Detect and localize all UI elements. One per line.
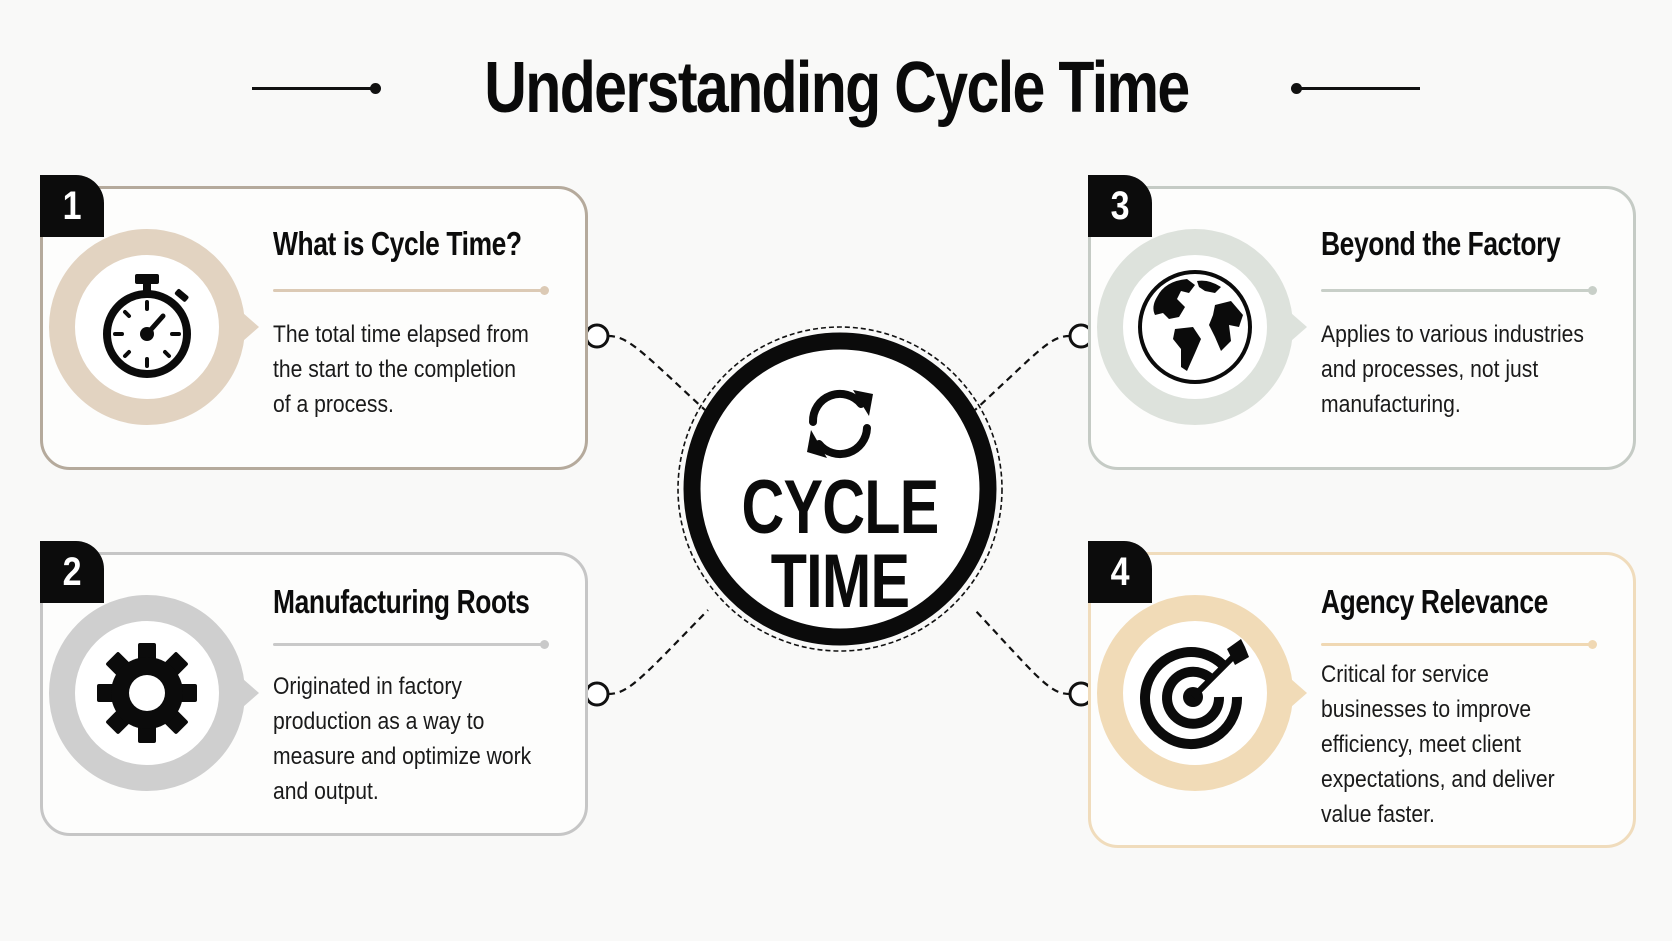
card-description: Originated in factory production as a wa… bbox=[273, 673, 532, 805]
step-badge: 4 bbox=[1088, 541, 1152, 603]
hub-label-line2: TIME bbox=[770, 539, 910, 624]
connector-node-2 bbox=[584, 681, 610, 707]
gear-icon bbox=[97, 643, 197, 743]
target-icon bbox=[1140, 639, 1249, 750]
hub-ring bbox=[677, 326, 1003, 652]
step-badge: 3 bbox=[1088, 175, 1152, 237]
card-agency-relevance: 4 Agency Relevance Critical for service … bbox=[1088, 541, 1636, 848]
card-what-is-cycle-time: 1 What is Cycle Time? The total time ela… bbox=[40, 175, 588, 470]
card-beyond-the-factory: 3 Beyond the Factory Applies to various … bbox=[1088, 175, 1636, 470]
title-decor-right bbox=[1291, 82, 1421, 94]
card-divider bbox=[1321, 286, 1597, 295]
card-description: Applies to various industries and proces… bbox=[1321, 321, 1584, 418]
card-title: Agency Relevance bbox=[1321, 583, 1548, 620]
card-divider bbox=[273, 286, 549, 295]
step-badge: 2 bbox=[40, 541, 104, 603]
page-title: Understanding Cycle Time bbox=[483, 48, 1190, 128]
step-badge: 1 bbox=[40, 175, 104, 237]
card-manufacturing-roots: 2 Manufacturing Roots Originated in fact… bbox=[40, 541, 588, 836]
title-decor-left bbox=[251, 82, 381, 94]
card-divider bbox=[273, 640, 549, 649]
card-title: Beyond the Factory bbox=[1321, 225, 1561, 262]
icon-ring bbox=[1097, 595, 1307, 791]
hub-label-line1: CYCLE bbox=[741, 465, 939, 550]
stopwatch-icon bbox=[103, 274, 191, 378]
card-divider bbox=[1321, 640, 1597, 649]
card-description: The total time elapsed from the start to… bbox=[273, 321, 529, 418]
icon-ring bbox=[49, 229, 259, 425]
card-title: Manufacturing Roots bbox=[273, 583, 530, 620]
header: Understanding Cycle Time bbox=[0, 38, 1672, 138]
card-title: What is Cycle Time? bbox=[273, 225, 522, 262]
central-hub: CYCLE TIME bbox=[673, 322, 1007, 656]
icon-ring bbox=[49, 595, 259, 791]
icon-ring bbox=[1097, 229, 1307, 425]
refresh-cycle-icon bbox=[807, 389, 873, 459]
card-description: Critical for service businesses to impro… bbox=[1321, 661, 1555, 828]
globe-icon bbox=[1138, 270, 1252, 384]
connector-node-1 bbox=[584, 323, 610, 349]
